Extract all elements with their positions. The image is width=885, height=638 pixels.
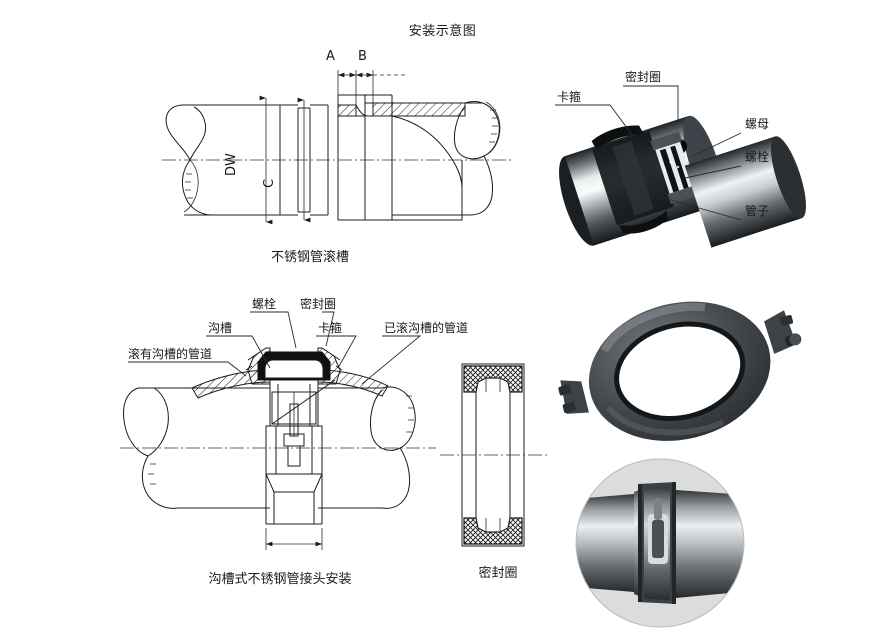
coupling-photo-figure: 卡箍 密封圈 螺母 螺栓 管子 [545, 58, 885, 248]
joint-label-rolled-pipe: 已滚沟槽的管道 [384, 321, 469, 335]
dimension-label-C: C [262, 178, 277, 188]
dimension-label-B: B [358, 49, 367, 64]
joint-label-clamp: 卡箍 [318, 321, 343, 335]
callout-label-nut: 螺母 [745, 117, 770, 131]
groove-drawing-figure: DW C A B 不锈钢管滚槽 [160, 48, 530, 278]
joint-label-grooved-pipe: 滚有沟槽的管道 [128, 347, 213, 361]
joint-drawing-figure: 滚有沟槽的管道 沟槽 螺栓 密封圈 卡箍 已滚沟槽的管道 沟槽式不锈钢管接头安装 [120, 296, 468, 596]
callout-label-pipe: 管子 [745, 204, 770, 218]
seal-section-svg [440, 363, 548, 547]
coupling-callout-lines [555, 85, 742, 221]
page-title: 安装示意图 [408, 24, 477, 39]
joint-label-seal-ring: 密封圈 [300, 297, 337, 311]
dimension-label-A: A [326, 49, 335, 64]
dimension-label-DW: DW [224, 153, 239, 176]
callout-label-bolt: 螺栓 [745, 150, 770, 164]
joint-drawing-caption: 沟槽式不锈钢管接头安装 [208, 572, 352, 587]
callout-label-seal-ring: 密封圈 [625, 70, 662, 84]
joint-drawing-svg [120, 311, 436, 550]
joint-label-groove: 沟槽 [208, 321, 233, 335]
clamp-ring-photo [558, 292, 810, 452]
clamp-ring-photo-image [558, 301, 802, 441]
assembly-photo [572, 458, 752, 634]
seal-section-caption: 密封圈 [478, 566, 518, 581]
groove-drawing-caption: 不锈钢管滚槽 [270, 250, 349, 265]
coupling-photo-image [559, 115, 806, 248]
callout-label-clamp: 卡箍 [557, 90, 582, 104]
assembly-photo-image [575, 458, 745, 628]
groove-drawing-svg [162, 70, 512, 225]
seal-section-figure: 密封圈 [440, 350, 558, 590]
joint-label-bolt: 螺栓 [252, 297, 277, 311]
